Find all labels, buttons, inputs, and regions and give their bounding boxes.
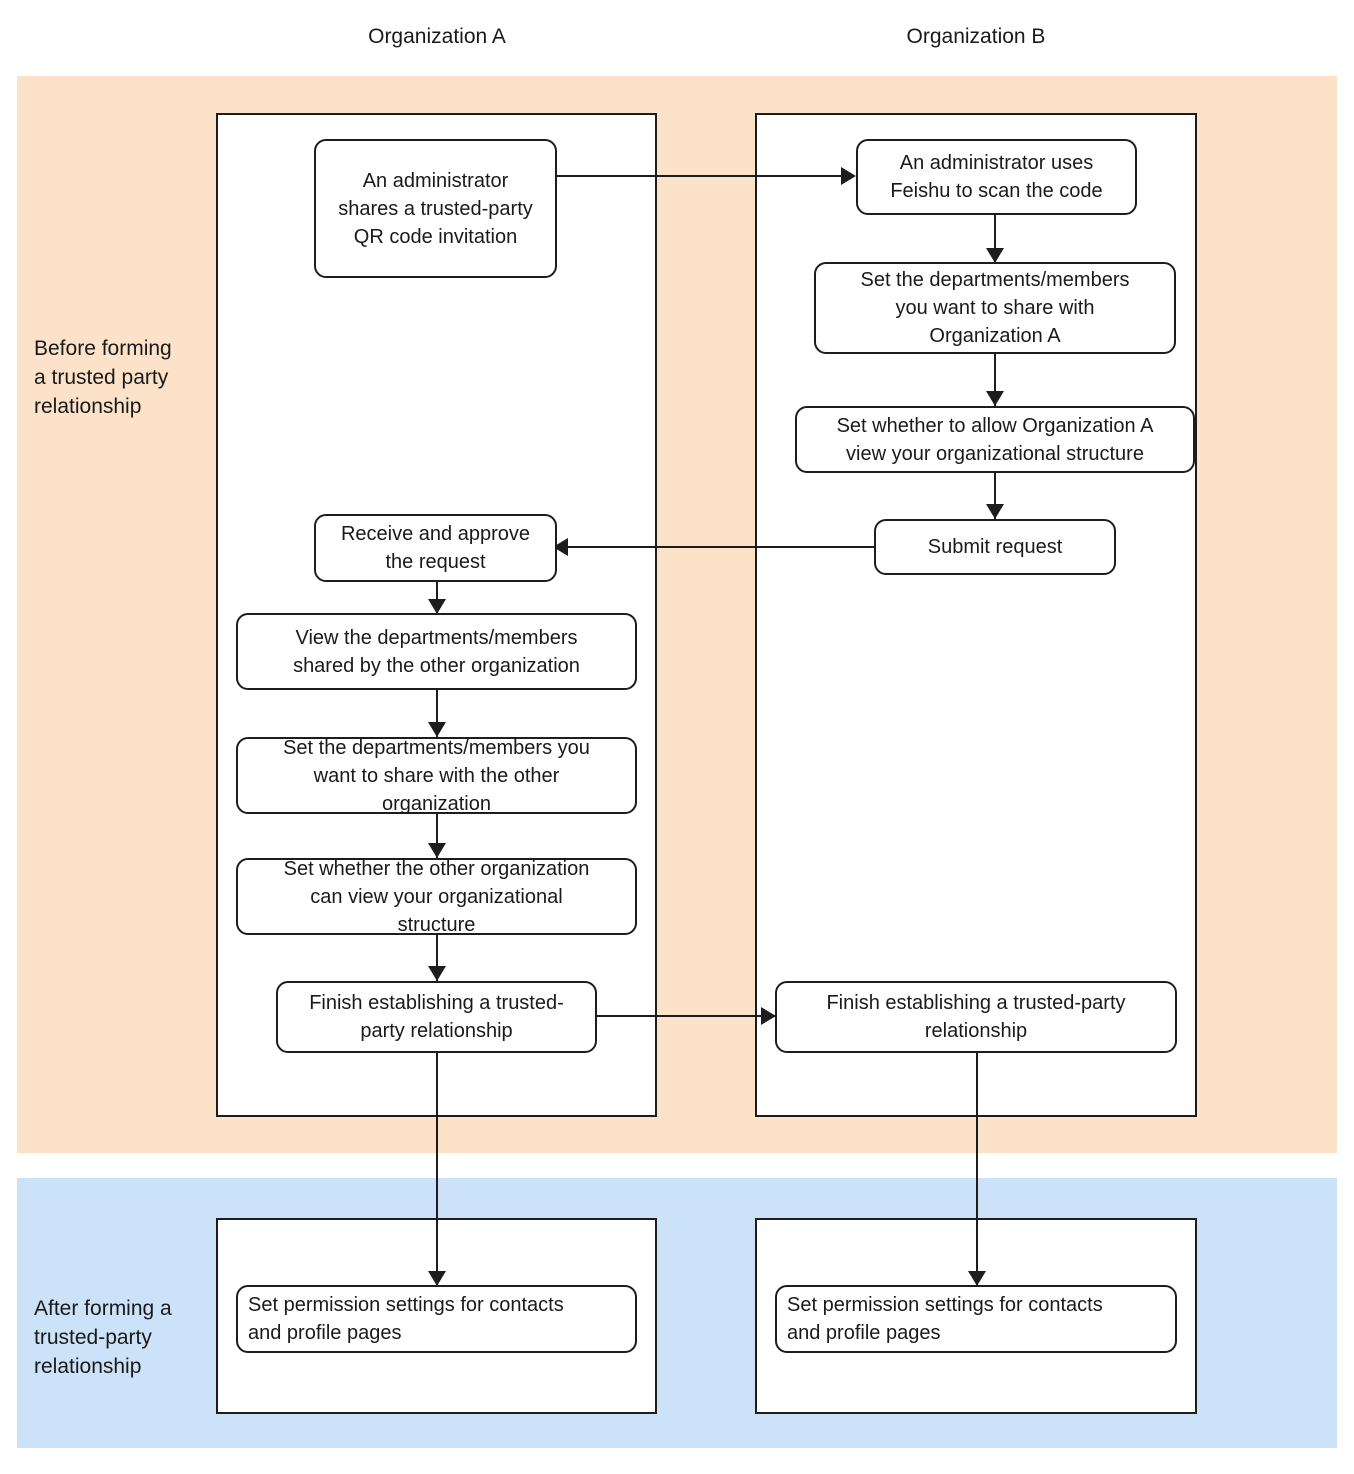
arrowhead-a1-to-b1	[841, 167, 856, 185]
node-a2-receive-approve-request[interactable]: Receive and approve the request	[314, 514, 557, 582]
node-b6-set-permission-settings[interactable]: Set permission settings for contacts and…	[775, 1285, 1177, 1353]
edge-b4-to-a2	[566, 546, 874, 548]
edge-b3-to-b4	[994, 472, 996, 519]
edge-a6-to-b5	[596, 1015, 776, 1017]
node-a7-set-permission-settings[interactable]: Set permission settings for contacts and…	[236, 1285, 637, 1353]
arrowhead-b3-to-b4	[986, 504, 1004, 519]
node-b3-allow-org-a-view-structure[interactable]: Set whether to allow Organization A view…	[795, 406, 1195, 473]
edge-b1-to-b2	[994, 214, 996, 262]
column-header-organization-a: Organization A	[368, 25, 506, 48]
arrowhead-b5-to-b6	[968, 1271, 986, 1286]
edge-b2-to-b3	[994, 353, 996, 406]
node-b5-finish-establishing-relationship[interactable]: Finish establishing a trusted-party rela…	[775, 981, 1177, 1053]
arrowhead-a3-to-a4	[428, 722, 446, 737]
edge-a4-to-a5	[436, 813, 438, 858]
arrowhead-a4-to-a5	[428, 843, 446, 858]
edge-b5-to-b6	[976, 1053, 978, 1285]
arrowhead-b1-to-b2	[986, 248, 1004, 263]
node-a5-set-org-structure-visibility[interactable]: Set whether the other organization can v…	[236, 858, 637, 936]
edge-a2-to-a3	[436, 581, 438, 614]
edge-a3-to-a4	[436, 689, 438, 737]
edge-a5-to-a6	[436, 934, 438, 981]
arrowhead-a6-to-a7	[428, 1271, 446, 1286]
node-a1-share-qr-invitation[interactable]: An administrator shares a trusted-party …	[314, 139, 557, 278]
node-b2-set-departments-to-share-with-org-a[interactable]: Set the departments/members you want to …	[814, 262, 1176, 354]
arrowhead-a2-to-a3	[428, 599, 446, 614]
node-a3-view-shared-departments[interactable]: View the departments/members shared by t…	[236, 613, 637, 690]
edge-a1-to-b1	[556, 175, 847, 177]
edge-a6-to-a7	[436, 1053, 438, 1285]
phase-label-after: After forming a trusted-party relationsh…	[34, 1297, 172, 1378]
arrowhead-b2-to-b3	[986, 391, 1004, 406]
arrowhead-a5-to-a6	[428, 966, 446, 981]
arrowhead-a6-to-b5	[761, 1007, 776, 1025]
column-header-organization-b: Organization B	[906, 25, 1046, 48]
node-a6-finish-establishing-relationship[interactable]: Finish establishing a trusted- party rel…	[276, 981, 597, 1053]
node-b4-submit-request[interactable]: Submit request	[874, 519, 1116, 575]
node-b1-admin-scans-code[interactable]: An administrator uses Feishu to scan the…	[856, 139, 1137, 215]
phase-label-before: Before forming a trusted party relations…	[34, 337, 172, 418]
node-a4-set-departments-to-share[interactable]: Set the departments/members you want to …	[236, 737, 637, 815]
